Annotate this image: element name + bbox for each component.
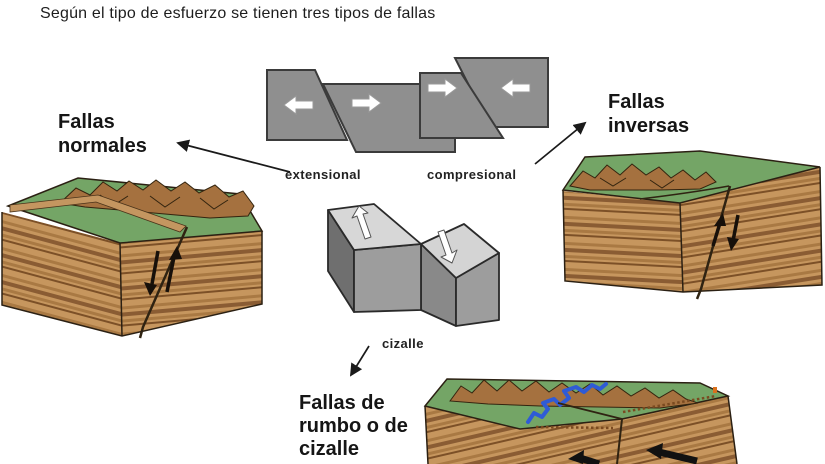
block-edges <box>1 212 263 337</box>
strata-front-face <box>2 212 122 336</box>
slip-arrow-up-head <box>714 213 726 226</box>
shear-stress-block-diagram <box>327 203 500 327</box>
shear-arrow-up-icon <box>351 205 372 240</box>
compresional-stress-diagram <box>419 57 549 139</box>
slip-arrow-right <box>658 448 698 464</box>
slip-arrow-left-head <box>568 450 584 464</box>
slip-arrow-down-head <box>727 237 739 251</box>
page-title: Según el tipo de esfuerzo se tienen tres… <box>40 5 436 22</box>
label-fallas-rumbo: Fallas de rumbo o de cizalle <box>299 392 408 460</box>
shear-left-block-front <box>353 243 422 313</box>
arrow-to-fallas-rumbo <box>349 345 370 377</box>
arrow-right-icon <box>427 78 458 98</box>
slip-arrow-down <box>150 250 160 285</box>
strike-slip-fault-terrain-block <box>423 378 738 464</box>
arrow-to-fallas-normales <box>176 139 291 173</box>
fault-trace-top <box>557 402 623 420</box>
normal-fault-terrain-block <box>1 177 264 339</box>
fault-scarp-band <box>9 194 187 233</box>
label-compresional: compresional <box>427 167 517 182</box>
strata-front-face <box>563 191 683 292</box>
slip-arrow-down-head <box>144 282 157 296</box>
slip-arrow-up-head <box>169 246 182 260</box>
shear-arrow-down-icon <box>437 229 458 264</box>
mountain-range <box>58 179 255 219</box>
label-fallas-inversas: Fallas inversas <box>608 91 690 137</box>
arrow-to-fallas-inversas <box>534 121 587 165</box>
strata-right-face <box>680 167 822 292</box>
slip-arrow-up <box>165 256 176 293</box>
label-cizalle: cizalle <box>382 336 424 351</box>
arrow-right-icon <box>351 93 382 113</box>
mountain-range <box>569 163 717 191</box>
fault-line <box>616 418 623 464</box>
reverse-fault-terrain-block <box>561 150 823 300</box>
mountain-ridges <box>599 177 675 189</box>
railroad-right-segment <box>622 394 717 414</box>
offset-river <box>526 382 608 424</box>
block-edges <box>424 395 738 464</box>
arrow-left-icon <box>500 78 531 98</box>
railroad-marker <box>713 387 717 393</box>
slip-arrow-right-head <box>646 443 663 459</box>
slip-arrow-up <box>711 222 722 247</box>
block-edges <box>562 166 823 293</box>
arrow-left-icon <box>283 95 314 115</box>
label-fallas-normales: Fallas normales <box>58 111 147 157</box>
connector-arrows <box>176 121 587 377</box>
label-extensional: extensional <box>285 167 361 182</box>
fault-trace-top <box>639 185 730 200</box>
mountain-range <box>449 379 699 409</box>
slip-arrow-down <box>731 214 740 242</box>
